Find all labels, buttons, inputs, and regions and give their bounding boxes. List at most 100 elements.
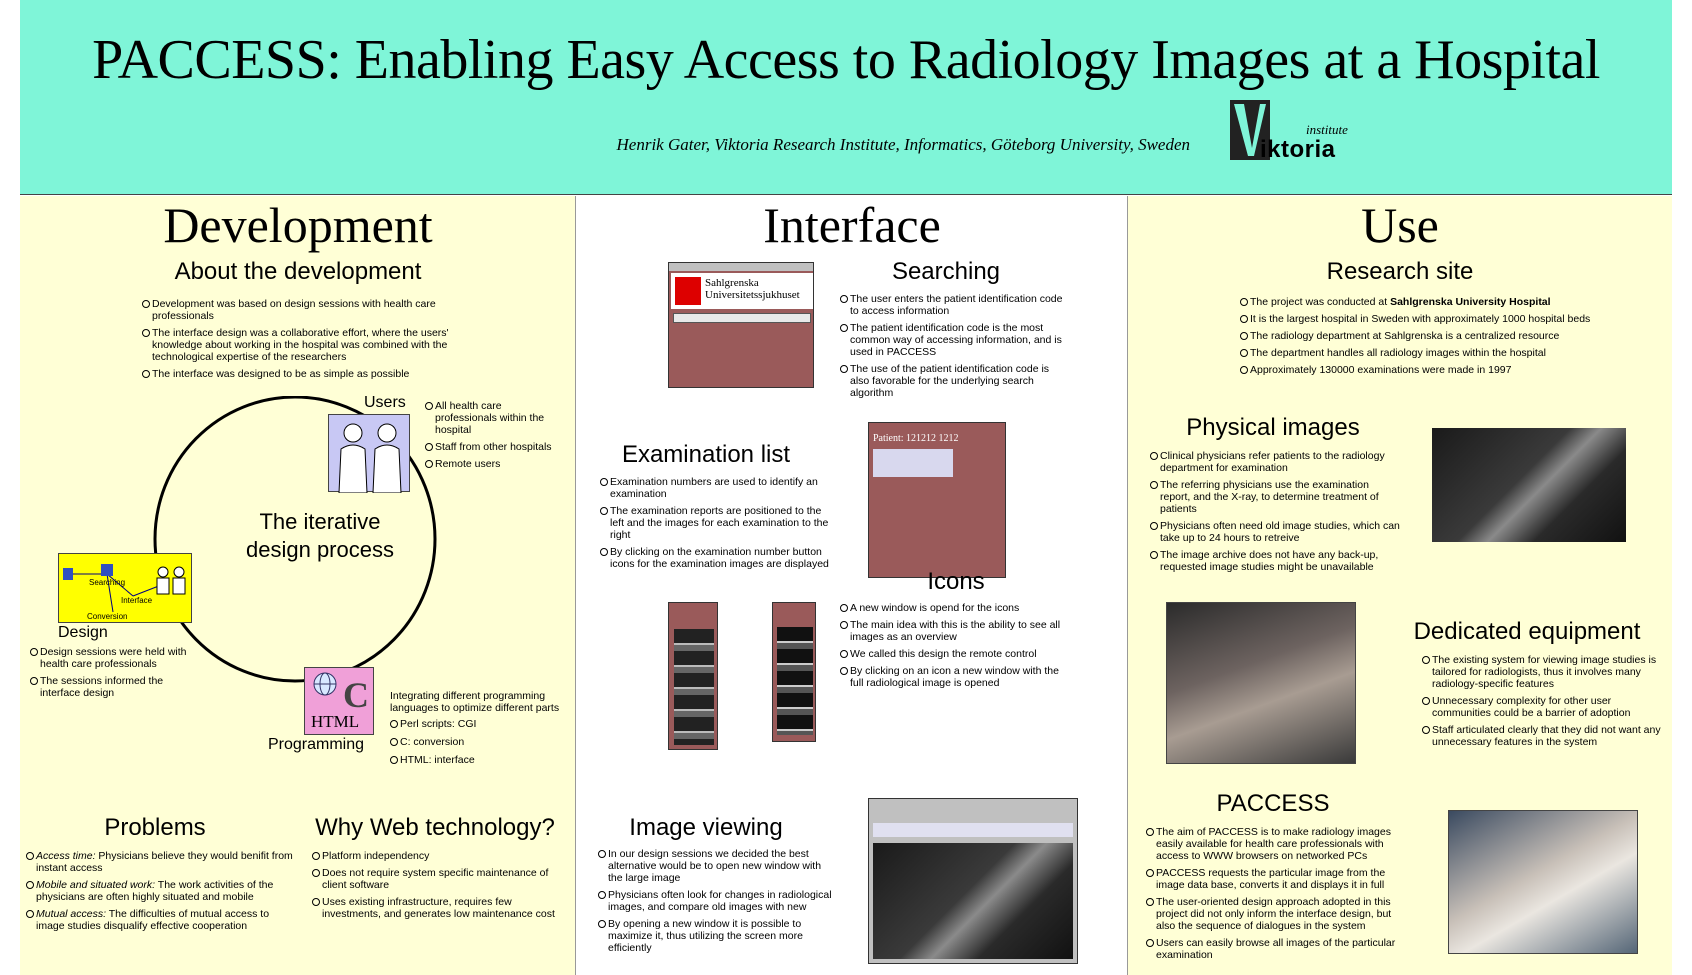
list-item: Access time: Physicians believe they wou… [26, 850, 294, 874]
list-item: PACCESS requests the particular image fr… [1146, 867, 1402, 891]
list-item: The interface was designed to be as simp… [142, 368, 472, 380]
su-logo-icon [675, 277, 701, 305]
development-column: Development About the development Develo… [20, 196, 576, 975]
list-item: We called this design the remote control [840, 648, 1070, 660]
list-item: All health care professionals within the… [425, 400, 565, 436]
programming-illustration: C HTML [304, 667, 374, 735]
poster-title: PACCESS: Enabling Easy Access to Radiolo… [92, 29, 1600, 91]
design-box-interface: Interface [121, 596, 153, 605]
exam-title: Examination list [621, 441, 791, 468]
icons-list: A new window is opend for the icons The … [840, 602, 1070, 694]
cycle-caption: The iterative design process [170, 508, 470, 564]
icons-screenshot-2 [772, 602, 816, 742]
design-diagram: Searching Interface Conversion [58, 553, 192, 623]
viewing-title: Image viewing [629, 814, 783, 841]
html-icon: HTML [311, 712, 360, 731]
use-title: Use [1361, 197, 1439, 253]
logo-name: iktoria [1260, 136, 1336, 163]
list-item: The aim of PACCESS is to make radiology … [1146, 826, 1402, 862]
list-item: By clicking on the examination number bu… [600, 546, 834, 570]
logo-institute: institute [1306, 122, 1348, 137]
programming-intro: Integrating different programming langua… [390, 690, 560, 714]
list-item: Physicians often need old image studies,… [1150, 520, 1402, 544]
viktoria-v-icon [1230, 100, 1270, 160]
paccess-title: PACCESS [1216, 790, 1330, 817]
users-list: All health care professionals within the… [425, 400, 565, 475]
dedicated-list: The existing system for viewing image st… [1422, 654, 1666, 753]
list-item: The user-oriented design approach adopte… [1146, 896, 1402, 932]
list-item: Physicians often look for changes in rad… [598, 889, 834, 913]
poster-authors: Henrik Gater, Viktoria Research Institut… [616, 135, 1191, 154]
users-illustration [328, 414, 410, 494]
searching-list: The user enters the patient identificati… [840, 293, 1066, 404]
list-item: Platform independency [312, 850, 557, 862]
list-item: Approximately 130000 examinations were m… [1240, 364, 1600, 376]
thumbnail-strip [777, 627, 813, 735]
interface-title: Interface [763, 197, 941, 253]
physicians-at-pc-photo [1448, 810, 1638, 954]
radiology-workstation-photo [1166, 602, 1356, 764]
about-title: About the development [174, 258, 422, 285]
use-column: Use Research site The project was conduc… [1128, 196, 1672, 975]
viewing-list: In our design sessions we decided the be… [598, 848, 834, 959]
searching-title: Searching [891, 258, 1001, 285]
icons-screenshot-1 [668, 602, 718, 750]
interface-column: Interface Sahlgrenska Universitetssjukhu… [576, 196, 1128, 975]
list-item: The image archive does not have any back… [1150, 549, 1402, 573]
list-item: The radiology department at Sahlgrenska … [1240, 330, 1600, 342]
design-list: Design sessions were held with health ca… [30, 646, 190, 704]
poster-header: PACCESS: Enabling Easy Access to Radiolo… [20, 0, 1672, 195]
list-item: By opening a new window it is possible t… [598, 918, 834, 954]
list-item: A new window is opend for the icons [840, 602, 1070, 614]
list-item: Users can easily browse all images of th… [1146, 937, 1402, 961]
list-item: The project was conducted at Sahlgrenska… [1240, 296, 1600, 308]
list-item: Perl scripts: CGI [390, 718, 570, 730]
exam-screenshot: Patient: 121212 1212 [868, 422, 1006, 578]
paccess-list: The aim of PACCESS is to make radiology … [1146, 826, 1402, 966]
viewer-screenshot [868, 798, 1078, 964]
list-item: In our design sessions we decided the be… [598, 848, 834, 884]
window-titlebar [669, 263, 813, 271]
about-list: Development was based on design sessions… [142, 298, 472, 385]
list-item: Examination numbers are used to identify… [600, 476, 834, 500]
viktoria-logo: institute iktoria [1230, 100, 1370, 163]
iterative-cycle-circle [153, 396, 437, 683]
list-item: Development was based on design sessions… [142, 298, 472, 322]
list-item: The user enters the patient identificati… [840, 293, 1066, 317]
design-flow-icon [63, 564, 186, 613]
research-list: The project was conducted at Sahlgrenska… [1240, 296, 1600, 381]
thumbnail-strip [674, 629, 714, 745]
problems-list: Access time: Physicians believe they wou… [26, 850, 294, 937]
list-item: HTML: interface [390, 754, 570, 766]
cycle-line-1: The iterative [259, 509, 381, 534]
users-icon [338, 423, 402, 494]
list-item: C: conversion [390, 736, 570, 748]
list-item: It is the largest hospital in Sweden wit… [1240, 313, 1600, 325]
list-item: Does not require system specific mainten… [312, 867, 557, 891]
web-title: Why Web technology? [315, 814, 555, 841]
users-label: Users [364, 394, 406, 411]
web-list: Platform independency Does not require s… [312, 850, 557, 925]
physical-title: Physical images [1186, 414, 1360, 441]
list-item: The sessions informed the interface desi… [30, 675, 190, 699]
design-box-conversion: Conversion [87, 612, 128, 621]
list-item: The department handles all radiology ima… [1240, 347, 1600, 359]
exam-list: Examination numbers are used to identify… [600, 476, 834, 575]
research-title: Research site [1326, 258, 1474, 285]
list-item: Design sessions were held with health ca… [30, 646, 190, 670]
list-item: Staff articulated clearly that they did … [1422, 724, 1666, 748]
list-item: The existing system for viewing image st… [1422, 654, 1666, 690]
search-screenshot: Sahlgrenska Universitetssjukhuset [668, 262, 814, 388]
design-box-searching: Searching [89, 578, 126, 587]
list-item: The use of the patient identification co… [840, 363, 1066, 399]
patient-id-input-mock [673, 313, 811, 323]
icons-title: Icons [927, 568, 985, 595]
c-language-icon: C [343, 675, 369, 715]
globe-icon [313, 672, 337, 696]
patient-heading: Patient: 121212 1212 [873, 433, 959, 444]
exam-table-mock [873, 449, 953, 477]
list-item: Uses existing infrastructure, requires f… [312, 896, 557, 920]
viewer-toolbar-mock [873, 823, 1073, 837]
brand-text: Sahlgrenska Universitetssjukhuset [705, 277, 800, 301]
physical-list: Clinical physicians refer patients to th… [1150, 450, 1402, 578]
